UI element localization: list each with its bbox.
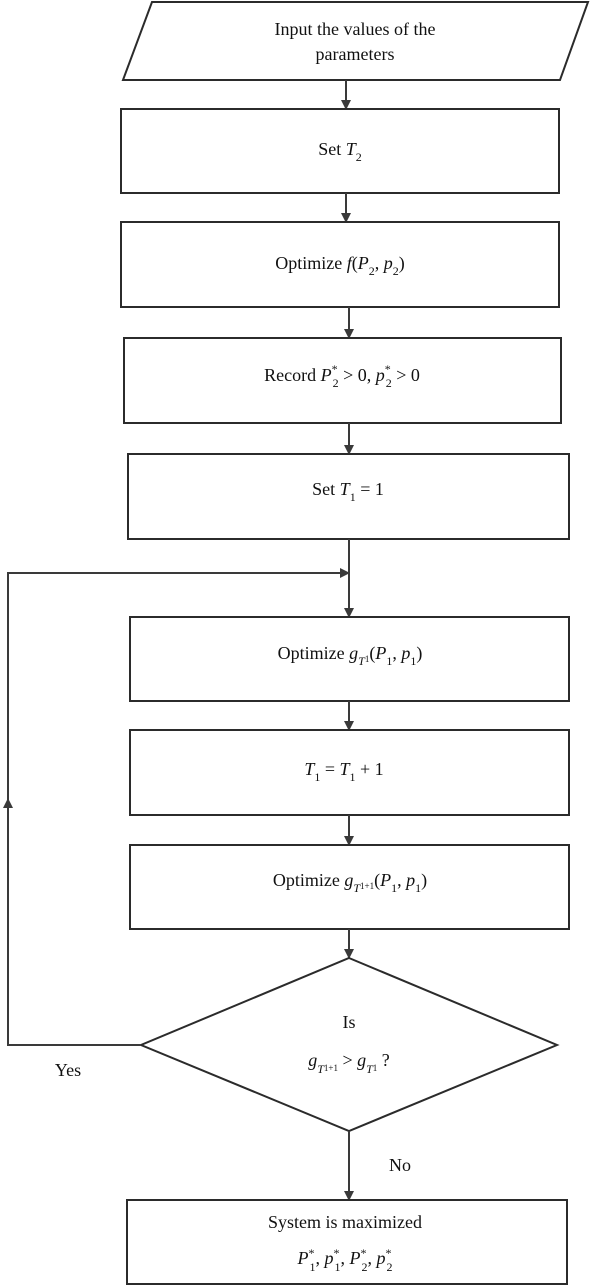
yes-loop-return — [7, 568, 350, 801]
yes-loop-vertical — [2, 798, 141, 1046]
start-input-node: Input the values of the parameters — [121, 1, 590, 81]
start-line-2: parameters — [316, 44, 395, 64]
optimize-g-next-label: Optimize gT1+1(P1, p1) — [273, 870, 427, 895]
decision-diamond-shape — [138, 956, 560, 1133]
increment-box — [129, 729, 570, 816]
input-parallelogram-shape — [121, 1, 590, 81]
decision-line-1: Is — [343, 1012, 356, 1032]
optimize-f-node: Optimize f(P2, p2) — [120, 221, 560, 308]
end-node: System is maximized P*1, p*1, P*2, p*2 — [126, 1199, 568, 1285]
end-line-1: System is maximized — [268, 1212, 422, 1232]
decision-condition: gT1+1 > gT1 ? — [308, 1050, 390, 1076]
set-t1-label: Set T1 = 1 — [312, 479, 384, 504]
increment-node: T1 = T1 + 1 — [129, 729, 570, 816]
record-box — [123, 337, 562, 424]
optimize-f-box — [120, 221, 560, 308]
end-box — [126, 1199, 568, 1285]
end-line-2: P*1, p*1, P*2, p*2 — [297, 1246, 393, 1274]
start-line-1: Input the values of the — [275, 19, 436, 39]
set-t2-label: Set T2 — [318, 139, 362, 164]
optimize-f-label: Optimize f(P2, p2) — [275, 253, 405, 278]
optimize-g-next-box — [129, 844, 570, 930]
set-t2-box — [120, 108, 560, 194]
record-node: Record P*2 > 0, p*2 > 0 — [123, 337, 562, 424]
optimize-g-label: Optimize gT1(P1, p1) — [278, 643, 423, 668]
yes-label: Yes — [55, 1060, 81, 1080]
set-t1-node: Set T1 = 1 — [127, 453, 570, 540]
optimize-g-node: Optimize gT1(P1, p1) — [129, 616, 570, 702]
optimize-g-box — [129, 616, 570, 702]
record-label: Record P*2 > 0, p*2 > 0 — [264, 362, 420, 390]
no-label: No — [389, 1155, 411, 1175]
increment-label: T1 = T1 + 1 — [304, 759, 383, 784]
decision-node: Is gT1+1 > gT1 ? — [138, 956, 560, 1133]
set-t2-node: Set T2 — [120, 108, 560, 194]
optimize-g-next-node: Optimize gT1+1(P1, p1) — [129, 844, 570, 930]
